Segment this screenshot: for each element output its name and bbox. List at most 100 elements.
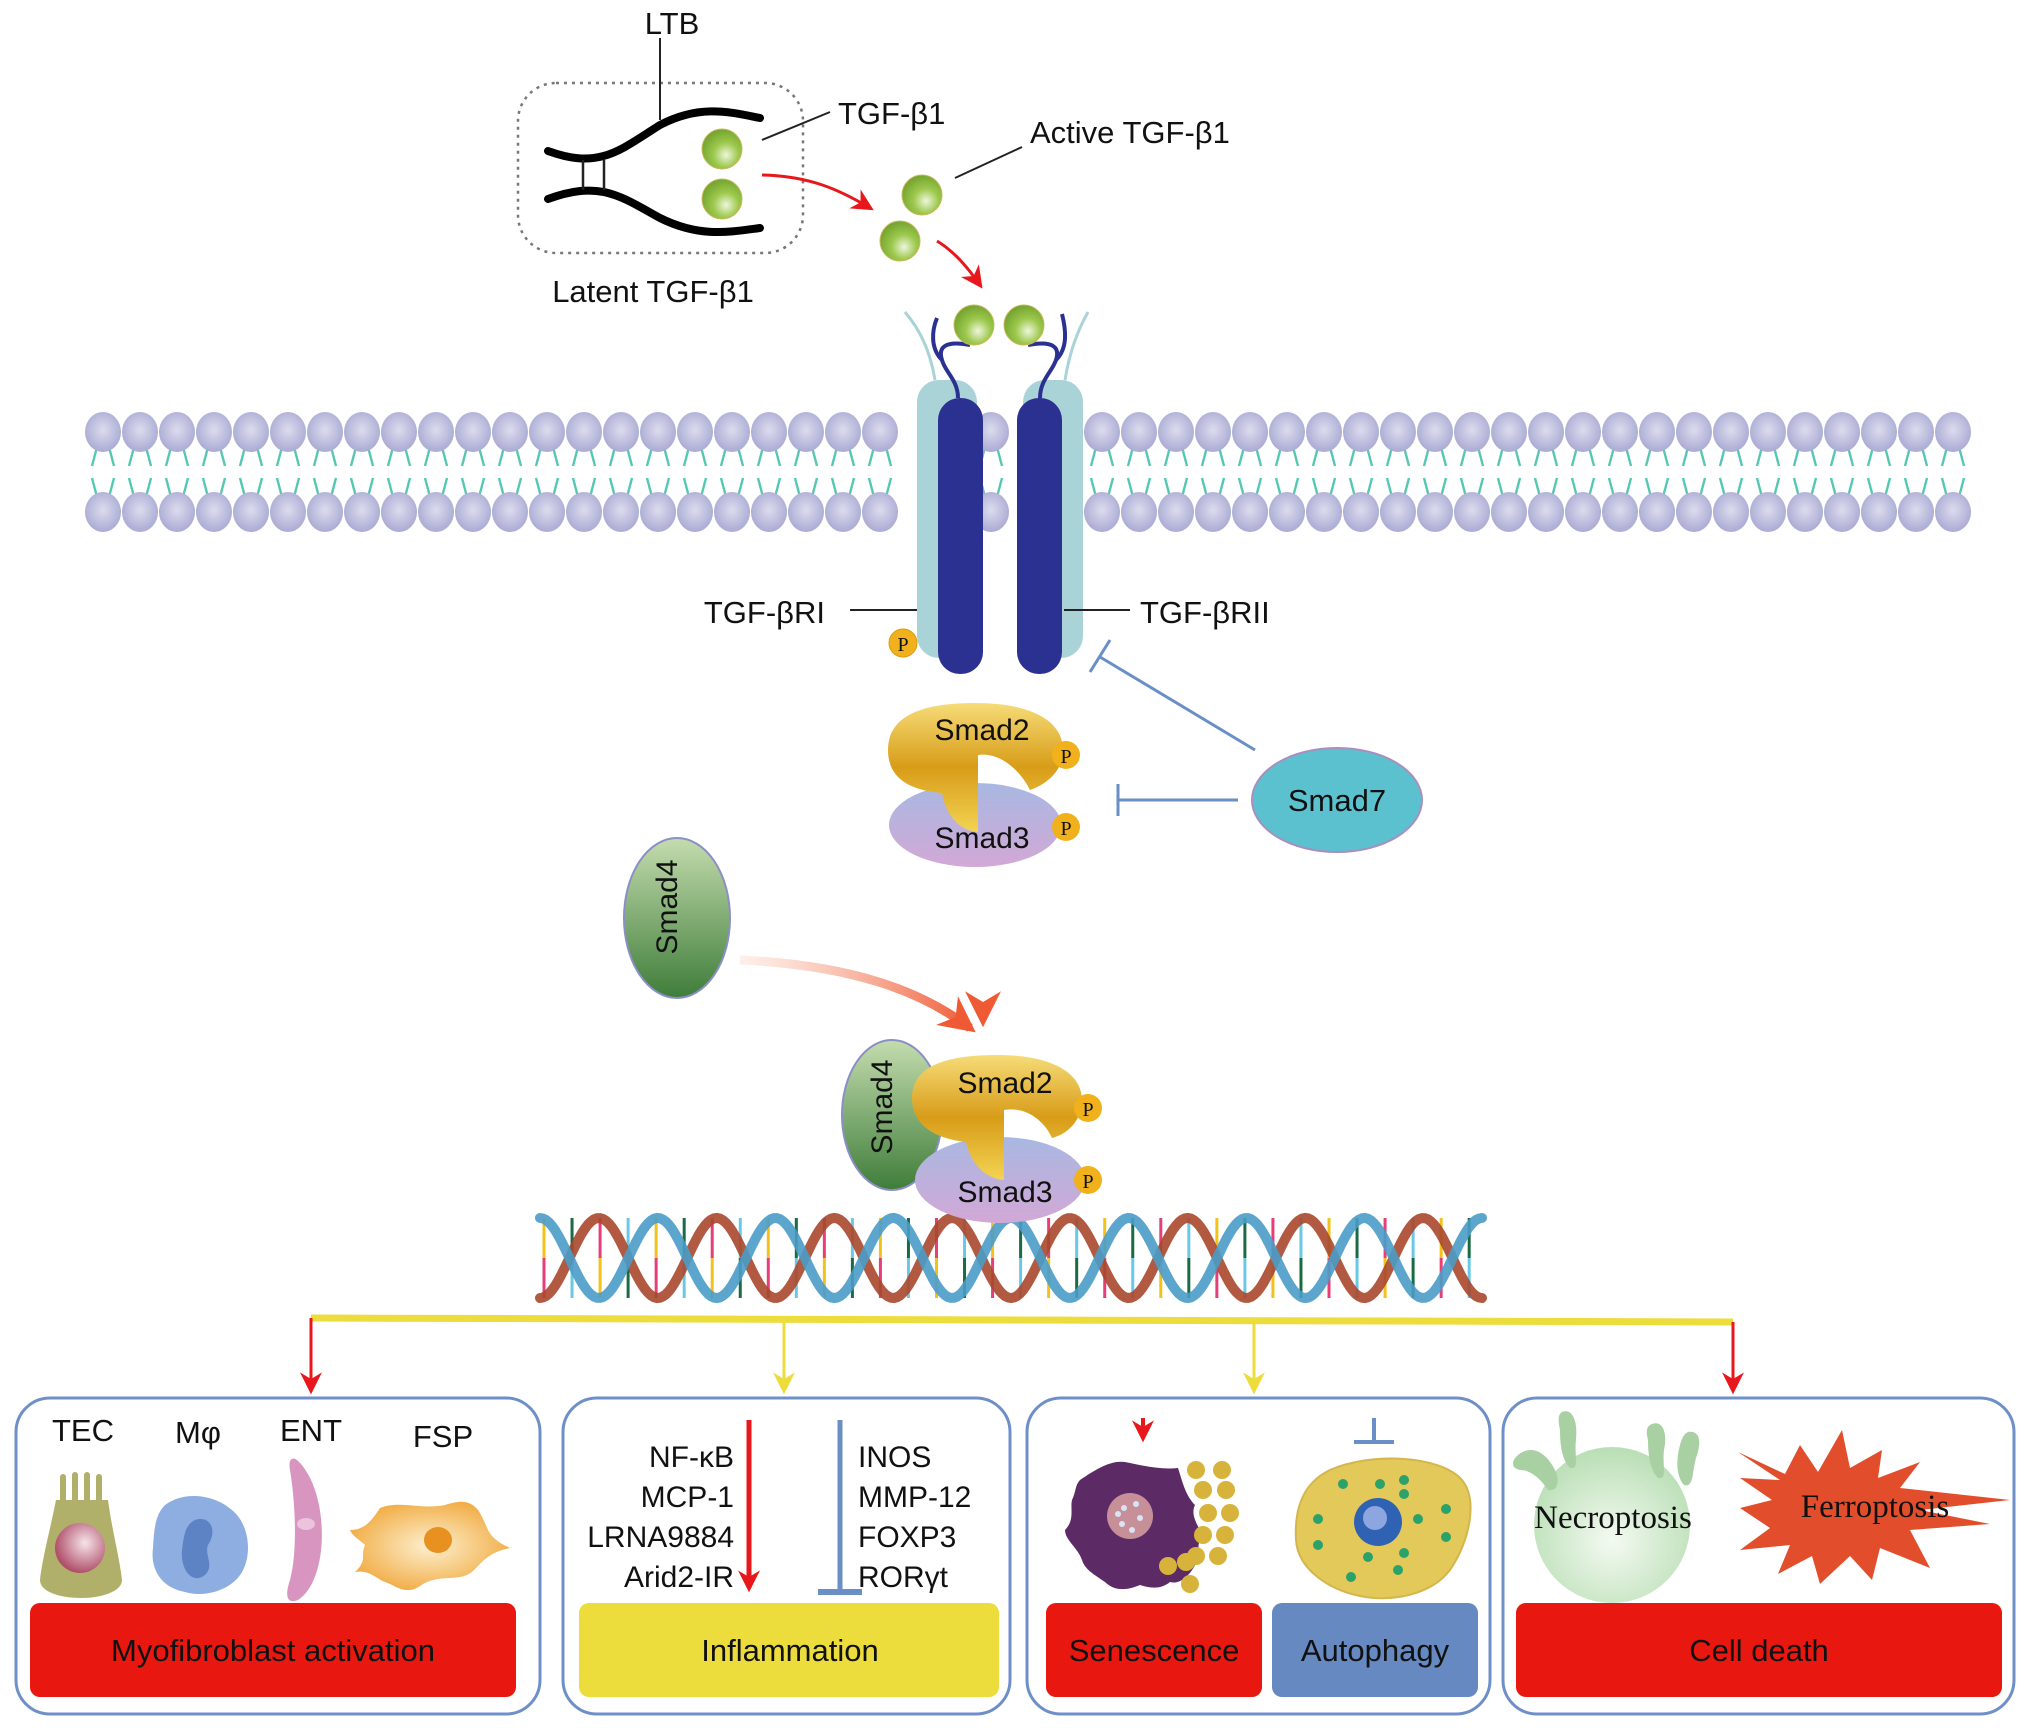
latent-tgf-ligand bbox=[701, 128, 743, 170]
secreted-factor-dot bbox=[1181, 1575, 1199, 1593]
lipid-head bbox=[1121, 492, 1157, 532]
inhibited-mediator: INOS bbox=[858, 1441, 931, 1474]
lipid-head bbox=[196, 492, 232, 532]
outcome-myofibroblast: TEC Mφ ENT FSP Myofibroblast activa bbox=[14, 1396, 542, 1716]
outcome-bar-cell-death bbox=[1516, 1603, 2002, 1697]
receptor-light-antenna bbox=[1063, 311, 1090, 381]
outcome-bar-autophagy bbox=[1272, 1603, 1478, 1697]
secreted-factor-dot bbox=[1213, 1461, 1231, 1479]
lipid-head bbox=[1528, 492, 1564, 532]
lipid-head bbox=[1935, 492, 1971, 532]
ltb-strand-bottom bbox=[544, 186, 764, 237]
secreted-factor-dot bbox=[1194, 1481, 1212, 1499]
latent-tgf-label: Latent TGF-β1 bbox=[552, 274, 754, 309]
lipid-head bbox=[1306, 412, 1342, 452]
lipid-head bbox=[1158, 492, 1194, 532]
lipid-head bbox=[159, 412, 195, 452]
lipid-head bbox=[418, 492, 454, 532]
lipid-head bbox=[714, 492, 750, 532]
smad2-label: Smad2 bbox=[934, 714, 1029, 747]
lipid-head bbox=[1861, 492, 1897, 532]
secreted-factor-dot bbox=[1187, 1461, 1205, 1479]
lipid-head bbox=[1454, 412, 1490, 452]
outcome-branches bbox=[300, 1314, 1744, 1395]
lipid-head bbox=[1713, 412, 1749, 452]
lipid-head bbox=[381, 492, 417, 532]
smad2-body bbox=[888, 703, 1063, 832]
lipid-head bbox=[1898, 492, 1934, 532]
secreted-factor-dot bbox=[1159, 1557, 1177, 1575]
ltb-strand-top bbox=[544, 107, 764, 163]
macrophage-cell-icon bbox=[152, 1495, 248, 1594]
lipid-head bbox=[1824, 492, 1860, 532]
receptor-i-ligand-arm bbox=[931, 317, 944, 362]
lipid-head bbox=[455, 492, 491, 532]
lipid-head bbox=[1528, 412, 1564, 452]
lipid-head bbox=[492, 492, 528, 532]
lipid-head bbox=[270, 412, 306, 452]
lipid-head bbox=[492, 412, 528, 452]
lipid-head bbox=[1232, 492, 1268, 532]
cell-membrane bbox=[85, 412, 1971, 532]
lipid-head bbox=[1380, 412, 1416, 452]
ferroptosis-burst-icon: Ferroptosis bbox=[1738, 1430, 2010, 1584]
autophagosome-dot bbox=[1313, 1540, 1323, 1550]
lipid-head bbox=[1195, 492, 1231, 532]
dna-strand bbox=[535, 1212, 1487, 1304]
tgf-label: TGF-β1 bbox=[838, 96, 945, 131]
cell-label-macrophage: Mφ bbox=[175, 1415, 221, 1450]
lipid-head bbox=[1417, 492, 1453, 532]
inhibit-bar bbox=[1088, 639, 1112, 673]
lipid-head bbox=[788, 412, 824, 452]
smad3-body bbox=[915, 1137, 1085, 1223]
lipid-head bbox=[862, 412, 898, 452]
lipid-head bbox=[603, 492, 639, 532]
smad7-node bbox=[1251, 747, 1423, 853]
lipid-head bbox=[1380, 492, 1416, 532]
lipid-head bbox=[122, 492, 158, 532]
lipid-head bbox=[566, 492, 602, 532]
lipid-head bbox=[1195, 412, 1231, 452]
autophagosome-dot bbox=[1399, 1475, 1409, 1485]
lipid-head bbox=[1306, 492, 1342, 532]
lipid-head bbox=[1454, 492, 1490, 532]
lipid-head bbox=[85, 412, 121, 452]
tgf-leader-line bbox=[761, 111, 831, 141]
autophagosome-dot bbox=[1346, 1572, 1356, 1582]
lipid-head bbox=[1750, 492, 1786, 532]
lipid-head bbox=[751, 412, 787, 452]
inhibited-mediator: RORγt bbox=[858, 1561, 949, 1594]
activation-arrow bbox=[761, 173, 874, 211]
outcome-inflammation: NF-κB MCP-1 LRNA9884 Arid2-IR INOS MMP-1… bbox=[561, 1396, 1012, 1716]
lipid-head bbox=[1602, 492, 1638, 532]
secreted-factor-dot bbox=[1199, 1504, 1217, 1522]
lipid-head bbox=[677, 492, 713, 532]
lipid-head bbox=[307, 412, 343, 452]
lipid-head bbox=[640, 412, 676, 452]
promoted-mediator: MCP-1 bbox=[641, 1481, 734, 1514]
lipid-head bbox=[1269, 492, 1305, 532]
necroptosis-cell-icon: Necroptosis bbox=[1513, 1411, 1700, 1603]
smad3-label: Smad3 bbox=[934, 822, 1029, 855]
lipid-head bbox=[1417, 412, 1453, 452]
secreted-factor-dot bbox=[1209, 1547, 1227, 1565]
receptor-ii-ligand-arm bbox=[1054, 313, 1068, 362]
lipid-head bbox=[344, 412, 380, 452]
lipid-head bbox=[714, 412, 750, 452]
promoted-mediator: Arid2-IR bbox=[624, 1561, 734, 1594]
smad7-group: Smad7 bbox=[1088, 639, 1423, 853]
lipid-head bbox=[1084, 492, 1120, 532]
lipid-head bbox=[1084, 412, 1120, 452]
secreted-factor-dot bbox=[1177, 1553, 1195, 1571]
smad4-label: Smad4 bbox=[866, 1059, 899, 1154]
autophagosome-dot bbox=[1399, 1489, 1409, 1499]
outcome-label-myofibroblast: Myofibroblast activation bbox=[111, 1633, 435, 1668]
phospho-badge bbox=[888, 628, 918, 658]
tgf-receptor-i bbox=[938, 398, 983, 674]
necroptosis-label: Necroptosis bbox=[1534, 1500, 1692, 1536]
lipid-head bbox=[1269, 412, 1305, 452]
binding-arrow bbox=[936, 239, 983, 289]
autophagosome-dot bbox=[1363, 1552, 1373, 1562]
lipid-head bbox=[566, 412, 602, 452]
